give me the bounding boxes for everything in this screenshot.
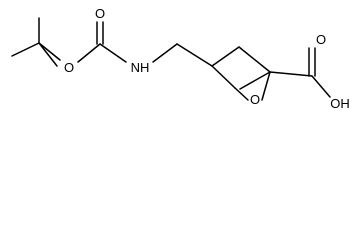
bond-tbu-methyl-right xyxy=(38,42,58,67)
bond-ring-top-left xyxy=(211,46,240,67)
bond-ester-o-carbonyl xyxy=(77,43,101,63)
bonds xyxy=(11,17,331,101)
bond-ring-o-ch2 xyxy=(234,87,249,101)
bond-ring-top-right xyxy=(238,46,271,73)
ester-oxygen-label: O xyxy=(64,60,74,75)
bond-tbu-methyl-left xyxy=(11,42,40,57)
carbonyl-oxygen-boc-label: O xyxy=(95,6,105,21)
bond-nh-ch2 xyxy=(152,43,178,63)
hydroxyl-label: OH xyxy=(330,96,350,111)
bond-carbonyl-nh xyxy=(99,43,127,63)
bond-ch2-bridgehead xyxy=(176,43,213,67)
bond-acid-oh xyxy=(311,75,331,98)
bond-tbu-ester-o xyxy=(38,42,61,61)
carbonyl-oxygen-acid-label: O xyxy=(316,32,326,47)
atom-labels: O O NH O O OH xyxy=(64,6,350,111)
bond-ring-bottom-right xyxy=(239,71,271,90)
amine-label: NH xyxy=(131,60,150,75)
bond-bridgehead-acid xyxy=(269,71,313,77)
bond-ring-bottom-left xyxy=(211,65,236,89)
bond-ring-o-bridgehead xyxy=(261,71,271,101)
chemical-structure: O O NH O O OH xyxy=(11,6,350,111)
ring-oxygen-label: O xyxy=(250,92,260,107)
